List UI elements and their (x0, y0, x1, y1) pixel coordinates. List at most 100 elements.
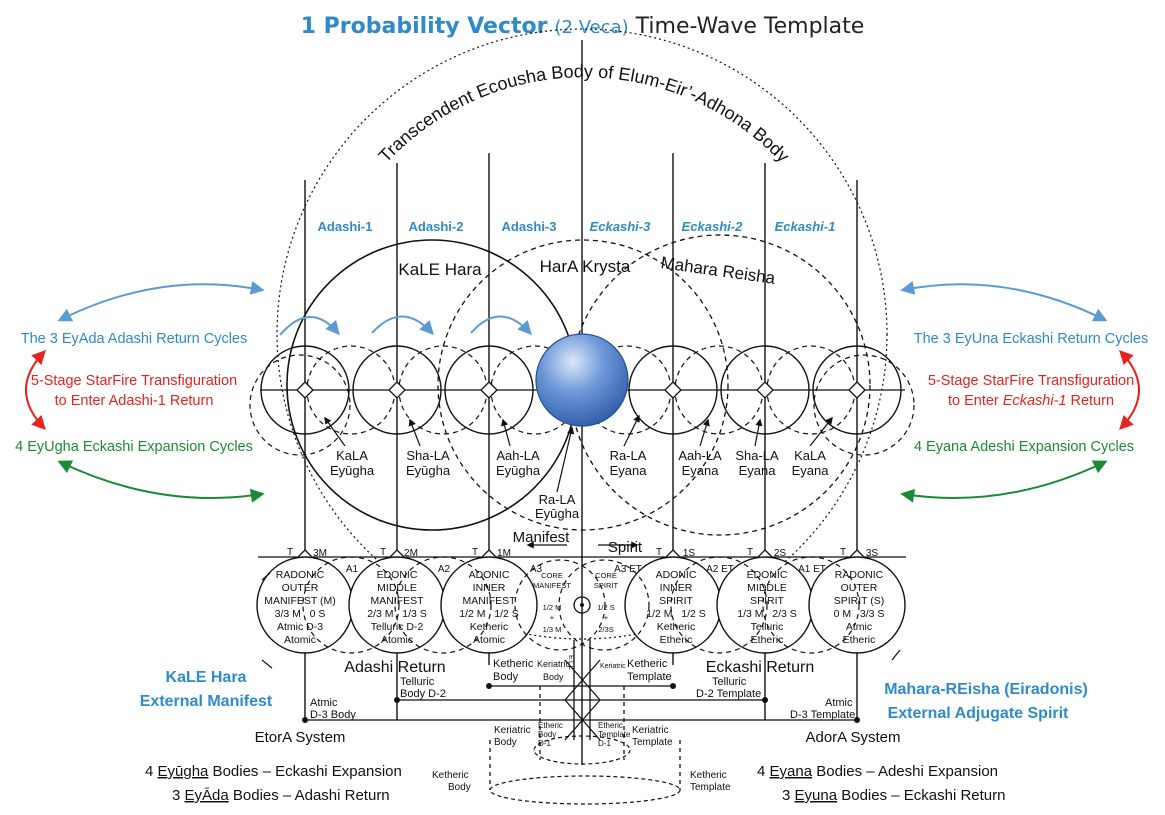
emm-line-1: EDONIC (377, 569, 418, 581)
cs-line-4: + (604, 613, 609, 622)
keriatric-body-1: Keriatric (537, 659, 571, 669)
emm-line-2: MIDDLE (377, 582, 417, 594)
right-transfig-2c: Return (1066, 393, 1114, 409)
a1-label: A1 (346, 564, 359, 575)
aim-line-3: MANIFEST (462, 595, 516, 607)
column-adashi-1: Adashi-1 (318, 219, 373, 234)
left-expansion-cycles: 4 EyUgha Eckashi Expansion Cycles (15, 439, 253, 455)
keriatric-body-2: Body (543, 672, 564, 682)
ems-line-5: Telluric (751, 621, 784, 633)
etheric-template-2: Template (598, 730, 631, 739)
column-eckashi-3: Eckashi-3 (590, 219, 651, 234)
right-green-arrow (900, 460, 1108, 503)
right-return-cycles: The 3 EyUna Eckashi Return Cycles (914, 331, 1149, 347)
br1-a: 4 (757, 763, 770, 780)
br1-b: Bodies – Adeshi Expansion (812, 763, 998, 780)
outer-transcendent-circle (276, 28, 888, 640)
ros-line-3: SPIRIT (S) (834, 595, 885, 607)
kala-eyugha-label-1: KaLA (336, 448, 368, 463)
kale-hara-label: KaLE Hara (398, 260, 482, 279)
a2-label: A2 (438, 564, 451, 575)
ais-line-1: ADONIC (656, 569, 697, 581)
title-part-3: Time-Wave Template (635, 14, 865, 39)
aim-line-4: 1/2 M 1/2 S (459, 608, 519, 620)
etheric-template-3: D-1 (598, 739, 611, 748)
kala-eyana-label-2: Eyana (792, 463, 830, 478)
mahara-external-1: Mahara-REisha (Eiradonis) (884, 681, 1088, 698)
aim-line-1: ADONIC (469, 569, 510, 581)
bottom-left-line-2: 3 EyĀda Bodies – Adashi Return (172, 787, 390, 804)
a3-label: A3 (530, 564, 543, 575)
ketheric-body-lower-2: Body (448, 782, 471, 793)
cm-line-4: + (550, 613, 555, 622)
s2-label: 2S (774, 548, 787, 559)
axis-diamonds (296, 381, 866, 399)
ais-line-5: Ketheric (657, 621, 696, 633)
br2-b: Bodies – Eckashi Return (837, 787, 1005, 804)
ros-line-5: Atmic (846, 621, 872, 633)
t-label-6: T (840, 547, 846, 558)
ais-line-4: 1/2 M 1/2 S (646, 608, 706, 620)
right-transfig-2: to Enter Eckashi-1 Return (948, 393, 1114, 409)
cs-line-2: SPIRIT (594, 581, 619, 590)
ems-line-2: MIDDLE (747, 582, 787, 594)
rom-line-6: Atomic (284, 634, 316, 646)
kale-hara-circle (286, 239, 578, 531)
right-expansion-cycles: 4 Eyana Adeshi Expansion Cycles (914, 439, 1134, 455)
ros-line-4: 0 M 3/3 S (834, 608, 885, 620)
column-eckashi-2: Eckashi-2 (682, 219, 743, 234)
right-red-arrow (1119, 349, 1140, 431)
emm-line-6: Atomic (381, 634, 413, 646)
bottom-right-line-1: 4 Eyana Bodies – Adeshi Expansion (757, 763, 998, 780)
left-red-arrow (25, 349, 46, 431)
bottom-left-line-1: 4 Eyūgha Bodies – Eckashi Expansion (145, 763, 402, 780)
ros-line-1: RADONIC (835, 569, 884, 581)
sha-eyana-label-2: Eyana (739, 463, 777, 478)
kala-eyugha-label-2: Eyūgha (330, 463, 375, 478)
rom-line-1: RADONIC (276, 569, 325, 581)
right-transfig-2a: to Enter (948, 393, 1003, 409)
rom-line-5: Atmic D-3 (277, 621, 323, 633)
mahara-reisha-label: Mahara Reisha (660, 253, 777, 288)
etheric-body-2: Body (538, 730, 556, 739)
aah-eyugha-label-2: Eyūgha (496, 463, 541, 478)
aah-eyana-label-1: Aah-LA (678, 448, 722, 463)
ra-eyugha-label-2: Eyūgha (535, 506, 580, 521)
left-transfig-2: to Enter Adashi-1 Return (55, 393, 214, 409)
atmic-body-2: D-3 Body (310, 709, 356, 721)
s3-label: 3S (866, 548, 879, 559)
br2-u: Eyuna (795, 787, 838, 804)
left-return-cycles: The 3 EyAda Adashi Return Cycles (21, 331, 247, 347)
etora-system-label: EtorA System (255, 729, 346, 746)
bl1-u: Eyūgha (158, 763, 210, 780)
atmic-template-1: Atmic (825, 697, 853, 709)
title-part-1: 1 Probability Vector (300, 14, 548, 39)
ketheric-ellipse (489, 775, 681, 805)
mahara-external-2: External Adjugate Spirit (888, 705, 1069, 722)
bottom-right-line-2: 3 Eyuna Bodies – Eckashi Return (782, 787, 1005, 804)
ems-line-3: SPIRIT (750, 595, 784, 607)
rom-line-3: MANIFEST (M) (264, 595, 336, 607)
left-blue-arrow (57, 280, 265, 322)
cs-line-5: 2/3S (598, 625, 613, 634)
blue-curved-arrows (279, 315, 532, 336)
keriatric-body-lower-2: Body (494, 737, 517, 748)
central-blue-sphere (535, 333, 629, 427)
ketheric-body-1: Ketheric (493, 658, 534, 670)
sha-eyana-label-1: Sha-LA (735, 448, 779, 463)
cs-line-1: CORE (595, 571, 617, 580)
column-eckashi-1: Eckashi-1 (775, 219, 836, 234)
bl1-b: Bodies – Eckashi Expansion (208, 763, 401, 780)
cm-line-2: MANIFEST (533, 581, 571, 590)
left-green-arrow (57, 460, 265, 503)
telluric-body-1: Telluric (400, 676, 435, 688)
br2-a: 3 (782, 787, 795, 804)
sha-eyugha-label-1: Sha-LA (406, 448, 450, 463)
m1-label: 1M (497, 548, 511, 559)
br1-u: Eyana (770, 763, 813, 780)
hara-krysta-label: HarA Krysta (540, 257, 631, 276)
keriatric-template-lower-2: Template (632, 737, 673, 748)
telluric-template-1: Telluric (712, 676, 747, 688)
etheric-body-1: Etheric (538, 721, 563, 730)
m3-label: 3M (313, 548, 327, 559)
